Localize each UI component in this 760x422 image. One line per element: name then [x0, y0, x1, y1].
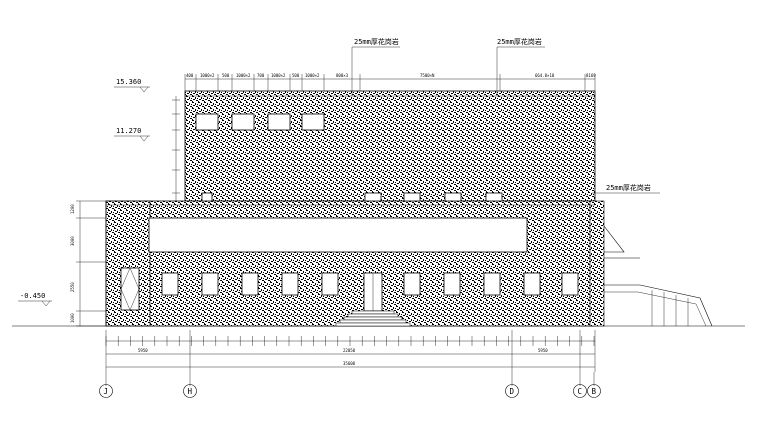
left-wing-band — [105, 200, 151, 327]
window — [443, 272, 461, 296]
svg-text:15.360: 15.360 — [116, 78, 141, 86]
window — [195, 113, 219, 131]
dim-subtotal: 22050 — [343, 348, 356, 353]
dim-subtotal: 5950 — [138, 348, 148, 353]
dim-total: 35600 — [343, 361, 356, 366]
window — [321, 272, 339, 296]
mid-window-row — [201, 192, 503, 202]
tower-left-dimension-ticks — [172, 96, 180, 201]
svg-text:1200: 1200 — [70, 204, 75, 214]
window — [483, 272, 501, 296]
window — [267, 113, 291, 131]
svg-text:25mm厚花岗岩: 25mm厚花岗岩 — [354, 37, 399, 46]
axis-d: D — [510, 387, 515, 396]
upper-facade — [184, 90, 596, 202]
svg-text:1000×2: 1000×2 — [236, 73, 251, 78]
svg-text:25mm厚花岗岩: 25mm厚花岗岩 — [497, 37, 542, 46]
svg-text:1000: 1000 — [70, 313, 75, 323]
window — [523, 272, 541, 296]
axis-c: C — [578, 387, 583, 396]
window — [301, 113, 325, 131]
callout-2: 25mm厚花岗岩 — [496, 37, 545, 96]
svg-text:800×3: 800×3 — [336, 73, 349, 78]
window — [241, 272, 259, 296]
svg-text:1000×2: 1000×2 — [200, 73, 215, 78]
window — [161, 272, 179, 296]
window — [201, 272, 219, 296]
callout-3: 25mm厚花岗岩 — [592, 183, 660, 194]
svg-text:1000×2: 1000×2 — [271, 73, 286, 78]
svg-text:1000×2: 1000×2 — [305, 73, 320, 78]
elevation-mark-11270: 11.270 — [114, 127, 150, 142]
window — [403, 272, 421, 296]
callout-1: 25mm厚花岗岩 — [351, 37, 400, 96]
svg-text:7500×N: 7500×N — [420, 73, 435, 78]
right-annex — [589, 200, 605, 327]
stair-window — [120, 267, 140, 311]
bottom-dimension-chain: 5950 22050 5950 35600 — [105, 330, 596, 372]
svg-text:3000: 3000 — [70, 236, 75, 246]
axis-j: J — [104, 387, 109, 396]
ribbon-band — [148, 217, 528, 253]
axis-h: H — [188, 387, 193, 396]
ground-window-row — [161, 272, 579, 296]
entrance-door — [363, 272, 383, 312]
axis-b: B — [592, 387, 597, 396]
svg-text:8169: 8169 — [586, 73, 596, 78]
svg-text:25mm厚花岗岩: 25mm厚花岗岩 — [606, 183, 651, 192]
exterior-stair — [603, 225, 713, 327]
window — [281, 272, 299, 296]
left-dimension-chain: 1200 3000 2550 1000 — [70, 200, 106, 327]
elevation-mark-0450: -0.450 — [18, 292, 52, 307]
top-window-row — [195, 113, 325, 131]
svg-text:500: 500 — [292, 73, 300, 78]
svg-text:700: 700 — [257, 73, 265, 78]
dim-subtotal: 5950 — [538, 348, 548, 353]
window — [561, 272, 579, 296]
window — [231, 113, 255, 131]
svg-text:400: 400 — [186, 73, 194, 78]
grid-axes: J H D C B — [99, 372, 601, 398]
entrance-steps — [335, 310, 411, 327]
svg-text:11.270: 11.270 — [116, 127, 141, 135]
top-dimension-chain: 400 1000×2 500 1000×2 700 1000×2 500 100… — [184, 73, 596, 91]
svg-text:-0.450: -0.450 — [20, 292, 45, 300]
svg-text:664.8×10: 664.8×10 — [535, 73, 555, 78]
elevation-mark-15360: 15.360 — [114, 78, 150, 93]
svg-text:500: 500 — [222, 73, 230, 78]
svg-text:2550: 2550 — [70, 282, 75, 292]
